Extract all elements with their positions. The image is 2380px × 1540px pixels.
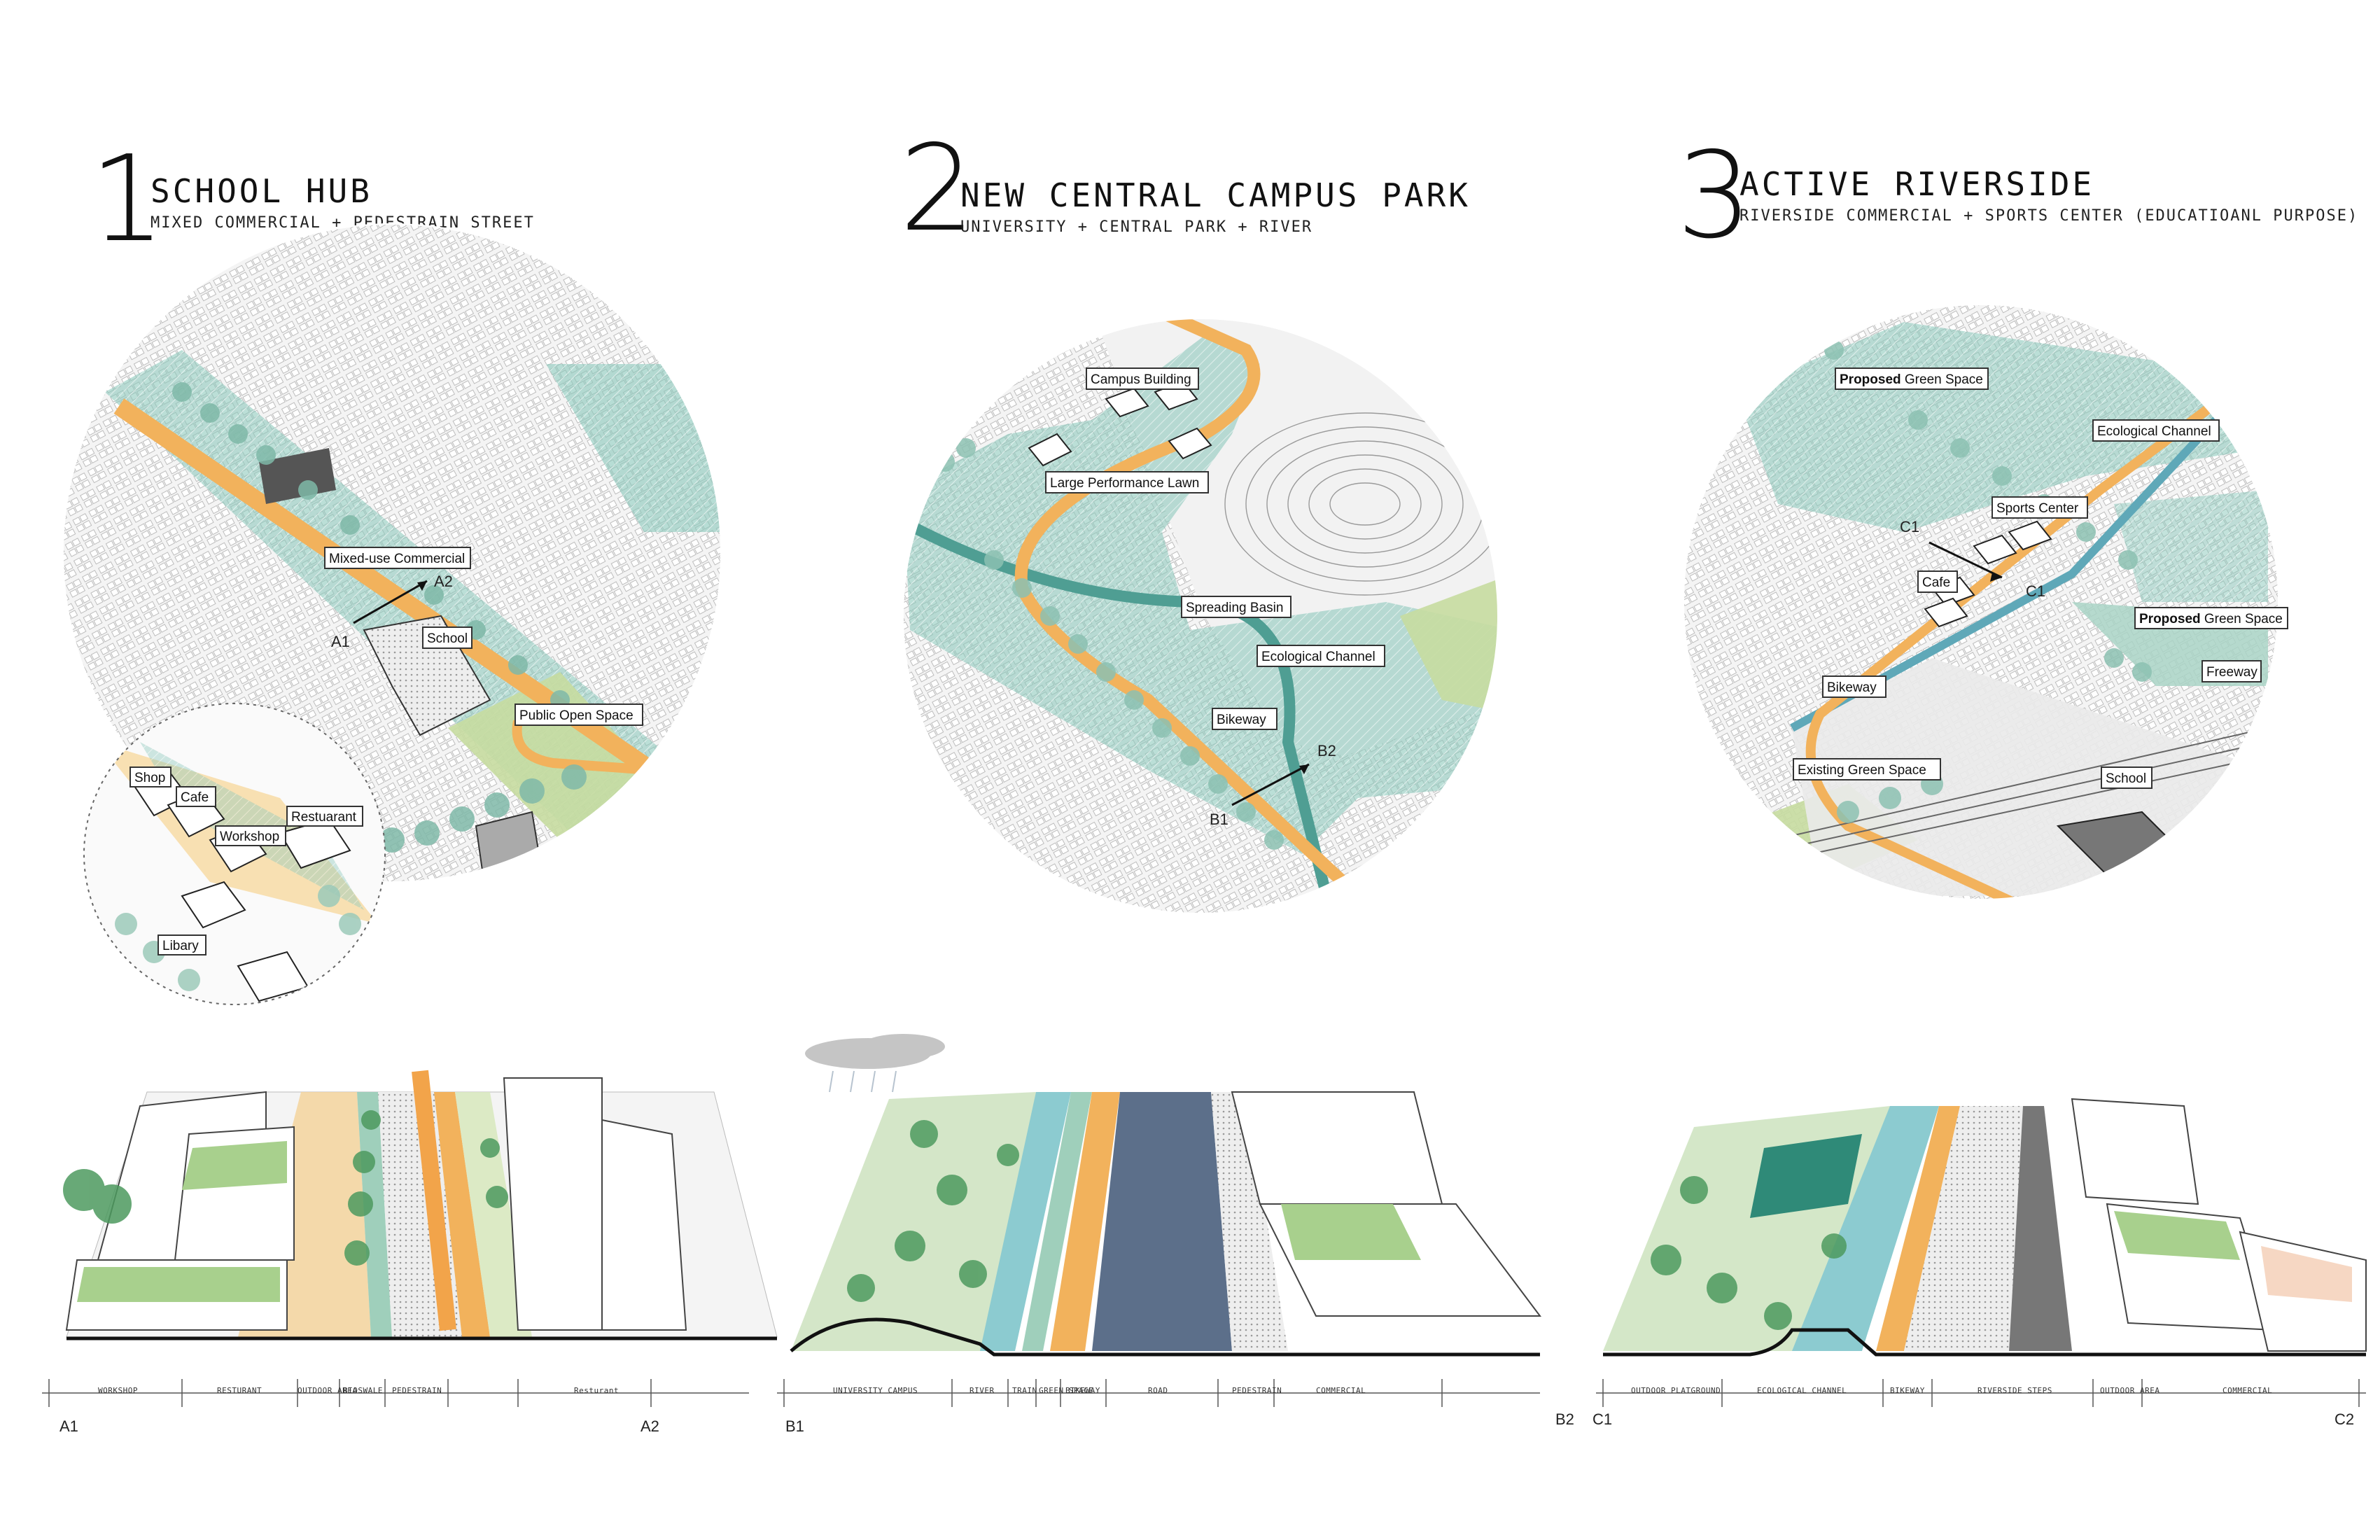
svg-text:Ecological Channel: Ecological Channel (2097, 424, 2211, 439)
map-3-label-proposed-green-space-2: Proposed Green Space (2134, 607, 2288, 629)
svg-text:OUTDOOR PLATGROUND: OUTDOOR PLATGROUND (1631, 1386, 1721, 1395)
map-3-label-ecological-channel: Ecological Channel (2092, 419, 2220, 442)
map-3-label-bikeway: Bikeway (1822, 676, 1886, 698)
map-1-label-shop: Shop (130, 766, 172, 788)
svg-text:Shop: Shop (134, 771, 165, 785)
svg-text:UNIVERSITY CAMPUS: UNIVERSITY CAMPUS (833, 1386, 918, 1395)
svg-text:WORKSHOP: WORKSHOP (98, 1386, 138, 1395)
map-2-label-performance-lawn: Large Performance Lawn (1045, 471, 1209, 493)
svg-text:RIVER: RIVER (969, 1386, 995, 1395)
panel-2-number: 2 (899, 120, 976, 258)
svg-text:PEDESTRAIN: PEDESTRAIN (1232, 1386, 1282, 1395)
section-a-perspective: WORKSHOP RESTURANT OUTDOOR AREA BIOSWALE… (42, 1070, 778, 1435)
map-1-label-workshop: Workshop (215, 825, 286, 846)
svg-text:Campus Building: Campus Building (1091, 372, 1191, 387)
map-3-label-proposed-green-space-1: Proposed Green Space (1835, 368, 1989, 390)
section-c-zones: OUTDOOR PLATGROUND ECOLOGICAL CHANNEL BI… (1631, 1386, 2272, 1395)
section-a-end-left: A1 (59, 1418, 78, 1435)
map-1-label-cafe: Cafe (176, 786, 216, 807)
svg-text:RESTURANT: RESTURANT (217, 1386, 262, 1395)
section-a-end-right: A2 (640, 1418, 659, 1435)
map-1-marker-a2: A2 (434, 573, 453, 590)
map-2-label-bikeway: Bikeway (1212, 708, 1278, 730)
section-a-zones: WORKSHOP RESTURANT OUTDOOR AREA BIOSWALE… (98, 1386, 619, 1395)
svg-text:Proposed Green Space: Proposed Green Space (1840, 372, 1983, 387)
svg-text:Bikeway: Bikeway (1827, 680, 1877, 695)
map-1-marker-a1: A1 (331, 633, 350, 650)
svg-text:GREEN SPACE: GREEN SPACE (1039, 1386, 1093, 1395)
section-c-end-right: C2 (2334, 1410, 2354, 1428)
panel-3-subtitle: RIVERSIDE COMMERCIAL + SPORTS CENTER (ED… (1740, 207, 2359, 225)
svg-text:OUTDOOR AREA: OUTDOOR AREA (2100, 1386, 2160, 1395)
svg-text:Cafe: Cafe (181, 790, 209, 805)
map-1-label-restuarant: Restuarant (286, 806, 363, 827)
svg-text:Cafe: Cafe (1922, 575, 1950, 590)
svg-text:Proposed Green Space: Proposed Green Space (2139, 612, 2283, 626)
svg-text:ECOLOGICAL CHANNEL: ECOLOGICAL CHANNEL (1757, 1386, 1847, 1395)
svg-text:Restuarant: Restuarant (291, 810, 357, 825)
svg-text:COMMERCIAL: COMMERCIAL (1316, 1386, 1366, 1395)
svg-text:School: School (2106, 771, 2146, 786)
panel-2-title: NEW CENTRAL CAMPUS PARK (960, 176, 1471, 214)
section-b-end-right: B2 (1555, 1410, 1574, 1428)
panel-1-number: 1 (90, 130, 166, 269)
map-2-marker-b2: B2 (1317, 742, 1336, 760)
svg-text:Bikeway: Bikeway (1217, 713, 1266, 727)
map-3-label-cafe: Cafe (1917, 570, 1958, 593)
map-3-label-school: School (2101, 766, 2152, 789)
svg-text:Libary: Libary (162, 939, 199, 953)
map-2-label-spreading-basin: Spreading Basin (1181, 596, 1292, 618)
svg-text:Mixed-use Commercial: Mixed-use Commercial (329, 552, 465, 566)
svg-text:RIVERSIDE STEPS: RIVERSIDE STEPS (1977, 1386, 2052, 1395)
map-1-label-school: School (422, 626, 472, 649)
svg-text:Workshop: Workshop (220, 830, 279, 844)
svg-text:Sports Center: Sports Center (1996, 501, 2079, 516)
svg-text:Freeway: Freeway (2206, 665, 2258, 680)
svg-text:BIOSWALE: BIOSWALE (343, 1386, 383, 1395)
svg-text:BIKEWAY: BIKEWAY (1065, 1386, 1100, 1395)
svg-text:Spreading Basin: Spreading Basin (1186, 601, 1283, 615)
svg-text:OUTDOOR AREA: OUTDOOR AREA (298, 1386, 357, 1395)
section-b-end-left: B1 (785, 1418, 804, 1435)
svg-text:BIKEWAY: BIKEWAY (1890, 1386, 1925, 1395)
map-3-label-sports-center: Sports Center (1991, 496, 2088, 519)
panel-2-subtitle: UNIVERSITY + CENTRAL PARK + RIVER (960, 218, 1313, 236)
section-c-end-left: C1 (1592, 1410, 1612, 1428)
map-3-marker-c1-right: C1 (2026, 582, 2045, 600)
svg-text:Existing Green Space: Existing Green Space (1798, 763, 1926, 778)
svg-text:Ecological Channel: Ecological Channel (1261, 650, 1376, 664)
panel-1-title: SCHOOL HUB (150, 172, 372, 210)
map-2-label-campus-building: Campus Building (1086, 368, 1199, 390)
map-3-label-freeway: Freeway (2202, 660, 2262, 682)
svg-text:TRAIN: TRAIN (1012, 1386, 1037, 1395)
map-3-marker-c1-left: C1 (1900, 518, 1919, 536)
svg-text:School: School (427, 631, 468, 646)
section-b-zones: UNIVERSITY CAMPUS RIVER TRAIN GREEN SPAC… (833, 1386, 1366, 1395)
section-c-perspective: OUTDOOR PLATGROUND ECOLOGICAL CHANNEL BI… (1592, 1098, 2367, 1428)
svg-text:ROAD: ROAD (1148, 1386, 1168, 1395)
svg-text:PEDESTRAIN: PEDESTRAIN (392, 1386, 442, 1395)
map-3-label-existing-green-space: Existing Green Space (1793, 758, 1941, 780)
map-3-active-riverside: C1 C1 Proposed Green Space Ecological Ch… (1683, 304, 2288, 900)
panel-3-number: 3 (1676, 127, 1753, 265)
svg-text:COMMERCIAL: COMMERCIAL (2222, 1386, 2272, 1395)
svg-text:Public Open Space: Public Open Space (519, 708, 634, 723)
map-1-label-libary: Libary (158, 934, 206, 955)
svg-text:Resturant: Resturant (574, 1386, 619, 1395)
section-b-perspective: UNIVERSITY CAMPUS RIVER TRAIN GREEN SPAC… (777, 1034, 1574, 1435)
map-2-marker-b1: B1 (1210, 811, 1228, 828)
map-2-central-campus-park: B1 B2 Campus Building Large Performance … (902, 318, 1499, 914)
panel-3-title: ACTIVE RIVERSIDE (1740, 165, 2095, 203)
map-1-label-public-open-space: Public Open Space (514, 704, 643, 726)
svg-text:Large Performance Lawn: Large Performance Lawn (1050, 476, 1199, 491)
map-1-label-mixed-use: Mixed-use Commercial (324, 547, 471, 569)
map-2-label-ecological-channel: Ecological Channel (1256, 645, 1385, 667)
map-1-school-hub: A1 A2 Mixed-use Commercial School Public… (62, 223, 722, 1005)
